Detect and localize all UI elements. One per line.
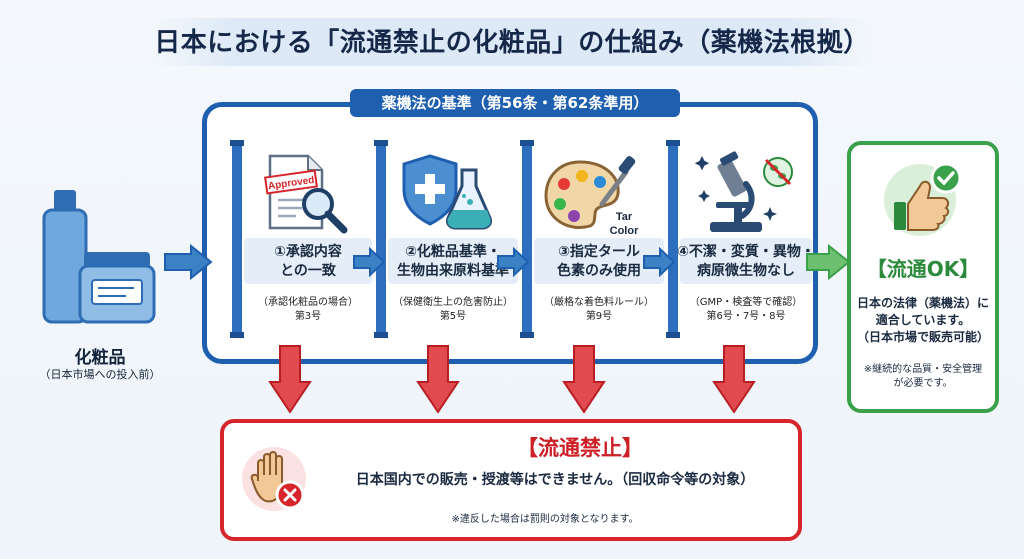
ok-note-line: ※継続的な品質・安全管理 xyxy=(863,364,983,375)
gate-pillar xyxy=(666,140,680,338)
arrow-right-green-icon xyxy=(806,243,851,281)
step-1-label-line1: ①承認内容 xyxy=(274,244,342,260)
product-label: 化粧品 xyxy=(74,348,126,368)
step-1-article: 第3号 xyxy=(294,311,322,322)
step-box xyxy=(534,238,664,284)
arrow-right-icon xyxy=(164,243,213,281)
step-3-label-line1: ③指定タール xyxy=(558,244,640,260)
step-3-note: （厳格な着色料ルール） xyxy=(544,297,654,308)
ok-text: 日本の法律（薬機法）に 適合しています。 （日本市場で販売可能） xyxy=(851,295,995,346)
step-box xyxy=(388,238,518,284)
microscope-bacteria-icon xyxy=(694,151,793,232)
step-box xyxy=(680,238,812,284)
arrow-down-red-icon xyxy=(562,345,606,414)
step-4-article: 第6号・7号・8号 xyxy=(706,311,786,322)
step-3-label-line2: 色素のみ使用 xyxy=(557,263,641,279)
ban-text: 日本国内での販売・授渡等はできません。（回収命令等の対象） xyxy=(355,472,755,488)
palette-dropper-icon: Tar Color xyxy=(544,156,639,237)
step-2-label-line1: ②化粧品基準・ xyxy=(405,244,501,260)
shield-flask-icon xyxy=(402,154,492,230)
arrow-right-icon xyxy=(497,246,530,278)
stop-hand-icon xyxy=(242,447,306,511)
thumbs-up-check-icon xyxy=(884,162,962,236)
standards-frame-label: 薬機法の基準（第56条・第62条準用） xyxy=(350,89,680,117)
arrow-right-icon xyxy=(643,246,676,278)
step-4-note: （GMP・検査等で確認） xyxy=(689,297,803,308)
step-box xyxy=(244,238,372,284)
approved-document-magnifier-icon: Approved xyxy=(264,154,348,234)
gate-pillar xyxy=(374,140,388,338)
title-band xyxy=(150,18,874,66)
tar-color-badge-line1: Tar xyxy=(616,211,633,223)
arrow-down-red-icon xyxy=(712,345,756,414)
step-2-label-line2: 生物由来原料基準 xyxy=(397,263,509,279)
ban-title: 【流通禁止】 xyxy=(517,436,643,460)
ok-text-line: 適合しています。 xyxy=(875,313,971,327)
step-2-article: 第5号 xyxy=(439,311,467,322)
step-2-note: （保健衛生上の危害防止） xyxy=(393,297,513,308)
product-sub: （日本市場への投入前） xyxy=(39,368,161,381)
step-4-label-line1: ④不潔・変質・異物・ xyxy=(677,244,815,260)
distribution-ok-card xyxy=(847,141,999,413)
ok-text-line: （日本市場で販売可能） xyxy=(856,330,989,344)
ban-note: ※違反した場合は罰則の対象となります。 xyxy=(451,514,639,525)
page-title: 日本における「流通禁止の化粧品」の仕組み（薬機法根拠） xyxy=(154,28,870,58)
cosmetics-bottles-icon xyxy=(42,190,156,324)
gate-pillar xyxy=(230,140,244,338)
ok-note-line: が必要です。 xyxy=(893,378,953,389)
arrow-down-red-icon xyxy=(268,345,312,414)
arrow-down-red-icon xyxy=(416,345,460,414)
step-1-note: （承認化粧品の場合） xyxy=(258,297,358,308)
step-4-label-line2: 病原微生物なし xyxy=(697,263,795,279)
distribution-ban-card xyxy=(220,419,802,541)
step-3-article: 第9号 xyxy=(585,311,613,322)
gate-pillar xyxy=(520,140,534,338)
tar-color-badge-line2: Color xyxy=(610,225,639,237)
ok-text-line: 日本の法律（薬機法）に xyxy=(856,296,989,310)
ok-title: 【流通OK】 xyxy=(866,257,980,281)
ok-note: ※継続的な品質・安全管理 が必要です。 xyxy=(851,363,995,391)
arrow-right-icon xyxy=(353,246,386,278)
step-1-label-line2: との一致 xyxy=(280,263,336,279)
